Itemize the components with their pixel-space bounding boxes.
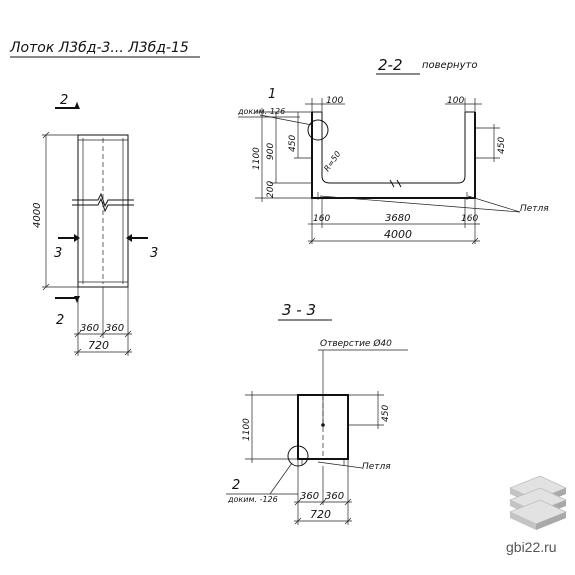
dim-base-left: 160 <box>313 214 330 224</box>
dim-depth-left: 450 <box>288 135 298 152</box>
dim-height-900: 900 <box>266 143 276 160</box>
dim-half-left-3-3: 360 <box>300 491 319 502</box>
plan-view: 2 3 3 2 4000 36 <box>32 93 158 356</box>
section-3-3: 3 - 3 Отверстие Ø40 1100 450 2 доким. -1… <box>226 301 408 525</box>
dim-top-left: 100 <box>326 96 343 106</box>
sheet-title: Лоток Л3бд-3... Л3бд-15 <box>9 40 189 56</box>
dim-base-mid: 3680 <box>385 213 410 224</box>
callout-2-doc: доким. -126 <box>227 495 278 504</box>
section-2-2-label: 2-2 <box>378 56 403 74</box>
dim-width: 720 <box>88 339 109 352</box>
dim-top-right: 100 <box>447 96 464 106</box>
loop-label-2-2: Петля <box>520 204 549 214</box>
dim-half-right-3-3: 360 <box>325 491 344 502</box>
watermark: gbi22.ru <box>506 475 568 555</box>
dim-depth-right: 450 <box>497 137 507 154</box>
dim-radius: R=50 <box>322 150 342 174</box>
section-3-3-label: 3 - 3 <box>282 301 316 319</box>
cut-mark-bottom: 2 <box>56 313 64 328</box>
cut-mark-top: 2 <box>60 93 68 108</box>
dim-hole-depth: 450 <box>381 405 391 422</box>
dim-width-3-3: 720 <box>310 508 331 521</box>
loop-label-3-3: Петля <box>362 462 391 472</box>
callout-2-number: 2 <box>232 478 240 493</box>
watermark-text: gbi22.ru <box>506 539 557 555</box>
dim-total-length: 4000 <box>384 228 412 241</box>
callout-1-doc: доким.-126 <box>237 107 285 116</box>
detail-callout-1 <box>307 119 329 141</box>
section-2-2: 2-2 повернуто 1 доким.-126 100 100 11 <box>237 56 549 245</box>
cut-mark-left: 3 <box>54 246 62 261</box>
dim-height-3-3: 1100 <box>242 418 252 441</box>
hole-label: Отверстие Ø40 <box>320 338 392 349</box>
dim-length: 4000 <box>32 203 43 228</box>
dim-height-total: 1100 <box>252 147 262 170</box>
cut-mark-right: 3 <box>150 246 158 261</box>
dim-half-left: 360 <box>80 323 99 334</box>
dim-base-right: 160 <box>461 214 478 224</box>
section-2-2-note: повернуто <box>422 60 477 71</box>
callout-1-number: 1 <box>268 87 276 102</box>
dim-height-200: 200 <box>266 181 276 198</box>
dim-half-right: 360 <box>105 323 124 334</box>
stacked-slabs-icon <box>508 475 568 530</box>
